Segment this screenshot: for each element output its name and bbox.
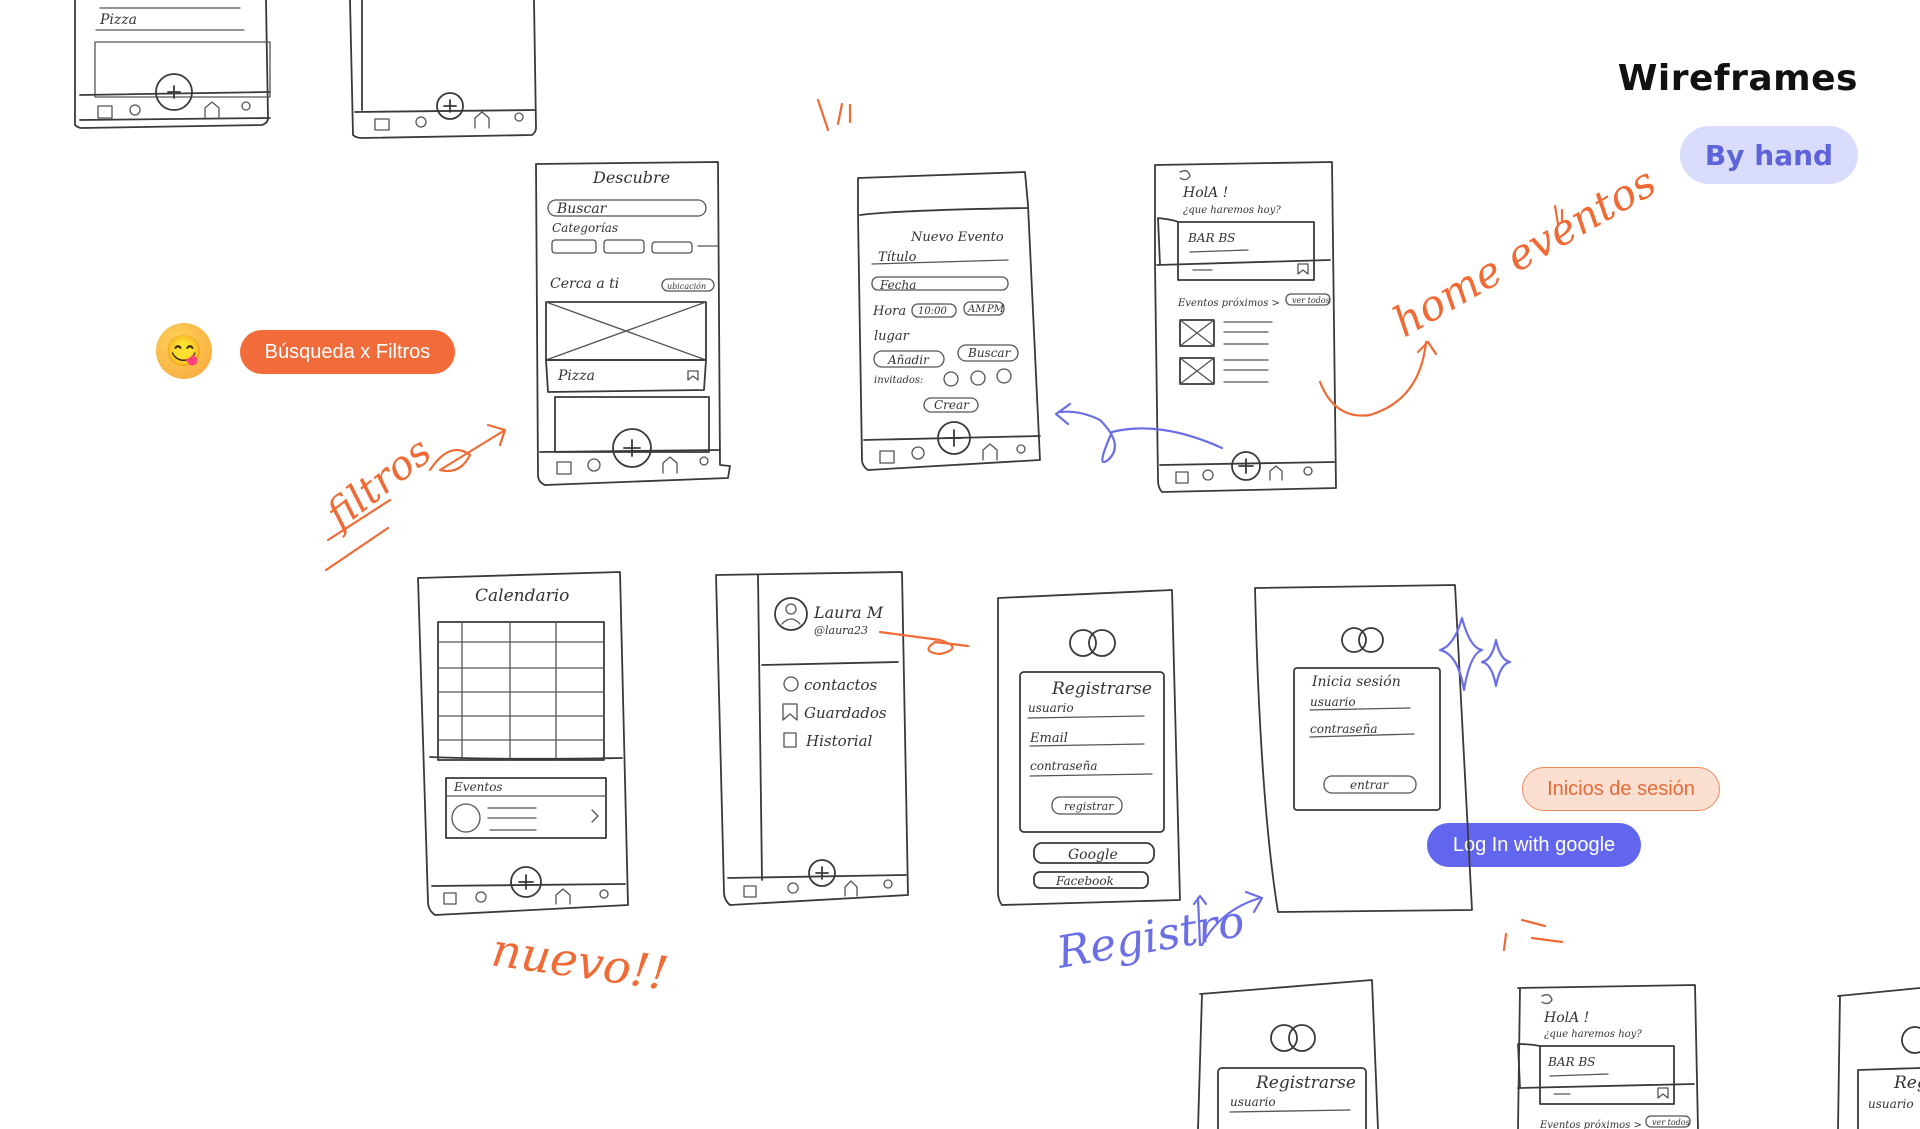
calendar-title: Calendario xyxy=(475,586,569,606)
pm-option: PM xyxy=(986,304,1005,315)
sketch-bottom-home: HolA ! ¿que haremos hoy? BAR BS Eventos … xyxy=(1517,984,1699,1129)
form-title: Nuevo Evento xyxy=(910,230,1004,245)
question: ¿que haremos hoy? xyxy=(1183,205,1281,216)
profile-name: Laura M xyxy=(813,603,884,622)
google-button: Google xyxy=(1068,847,1118,863)
filtros-note: filtros xyxy=(315,428,440,540)
annotation-nuevo: nuevo!! xyxy=(488,630,1564,1001)
email-field: Email xyxy=(1029,731,1068,746)
menu-contactos: contactos xyxy=(804,676,878,694)
sketch-calendario: Calendario Eventos xyxy=(417,571,629,916)
crear-button: Crear xyxy=(934,398,970,412)
hora-value: 10:00 xyxy=(918,306,947,317)
emoji-sticker: 😋 xyxy=(156,323,212,379)
search-field: Buscar xyxy=(556,201,608,217)
nuevo-note: nuevo!! xyxy=(488,922,671,1000)
sketch-perfil: Laura M @laura23 contactos Guardados His… xyxy=(715,571,909,906)
sketch-nuevo-evento: Nuevo Evento Título Fecha Hora 10:00 AM … xyxy=(857,171,1041,471)
facebook-button: Facebook xyxy=(1055,874,1114,888)
invitados-label: invitados: xyxy=(874,375,923,386)
menu-historial: Historial xyxy=(805,732,873,750)
sketch-registrarse: Registrarse usuario Email contraseña reg… xyxy=(997,589,1181,906)
greeting: HolA ! xyxy=(1182,185,1228,201)
inicios-sesion-tag[interactable]: Inicios de sesión xyxy=(1522,767,1720,811)
registro-note: Registro xyxy=(1052,896,1248,979)
location-chip: ubicación xyxy=(667,282,706,291)
login-title: Inicia sesión xyxy=(1311,674,1401,690)
sketch-home: HolA ! ¿que haremos hoy? BAR BS Eventos … xyxy=(1154,161,1337,493)
sketch-inicia-sesion: Inicia sesión usuario contraseña entrar xyxy=(1254,584,1473,913)
profile-handle: @laura23 xyxy=(814,624,868,637)
eventos-label: Eventos xyxy=(453,780,503,794)
menu-guardados: Guardados xyxy=(804,704,887,722)
google-login-tag[interactable]: Log In with google xyxy=(1427,823,1641,867)
annotation-home-eventos: home eventos xyxy=(816,98,1665,417)
lugar-label: lugar xyxy=(874,329,910,344)
see-all: ver todos xyxy=(1292,296,1330,305)
contrasena-field: contraseña xyxy=(1030,759,1098,773)
home-eventos-note: home eventos xyxy=(1385,157,1665,347)
upcoming-label: Eventos próximos > xyxy=(1539,1120,1642,1129)
registrar-button: registrar xyxy=(1064,800,1114,813)
am-option: AM xyxy=(967,304,986,315)
fecha-field: Fecha xyxy=(879,278,916,292)
usuario-field: usuario xyxy=(1028,701,1074,715)
entrar-button: entrar xyxy=(1350,778,1390,792)
usuario-field: usuario xyxy=(1230,1095,1276,1109)
titulo-field: Título xyxy=(878,250,917,265)
sketch-bottom-registrarse: Registrarse usuario xyxy=(1197,979,1379,1129)
sketch-descubre: Descubre Buscar Categorías Cerca a ti ub… xyxy=(535,161,731,486)
sketch-bottom-right: Reg usuario xyxy=(1837,987,1920,1129)
card-title: BAR BS xyxy=(1547,1055,1595,1069)
question: ¿que haremos hoy? xyxy=(1544,1029,1642,1040)
greeting: HolA ! xyxy=(1543,1010,1589,1026)
buscar-button: Buscar xyxy=(967,346,1012,360)
register-title: Reg xyxy=(1893,1073,1920,1093)
usuario-field: usuario xyxy=(1310,695,1356,709)
upcoming-label: Eventos próximos > xyxy=(1177,298,1280,309)
sketch-top-left-a: Pizza xyxy=(74,0,271,129)
card-title: BAR BS xyxy=(1187,231,1235,245)
sketch-top-left-b xyxy=(349,0,537,139)
register-title: Registrarse xyxy=(1255,1073,1356,1093)
card-label: Pizza xyxy=(99,12,137,28)
page-title: Wireframes xyxy=(1617,58,1858,99)
descubre-title: Descubre xyxy=(592,168,670,187)
anadir-button: Añadir xyxy=(887,353,930,367)
near-you-label: Cerca a ti xyxy=(550,276,619,292)
busqueda-filtros-tag[interactable]: Búsqueda x Filtros xyxy=(240,330,455,374)
hora-label: Hora xyxy=(872,304,906,319)
by-hand-badge: By hand xyxy=(1680,126,1858,184)
categories-label: Categorías xyxy=(552,221,618,235)
register-title: Registrarse xyxy=(1051,679,1152,699)
usuario-field: usuario xyxy=(1868,1097,1914,1111)
annotation-filtros: filtros xyxy=(315,423,507,572)
see-all: ver todos xyxy=(1652,1118,1690,1127)
contrasena-field: contraseña xyxy=(1310,722,1378,736)
nav-icons xyxy=(97,101,251,119)
card-label: Pizza xyxy=(557,368,595,384)
